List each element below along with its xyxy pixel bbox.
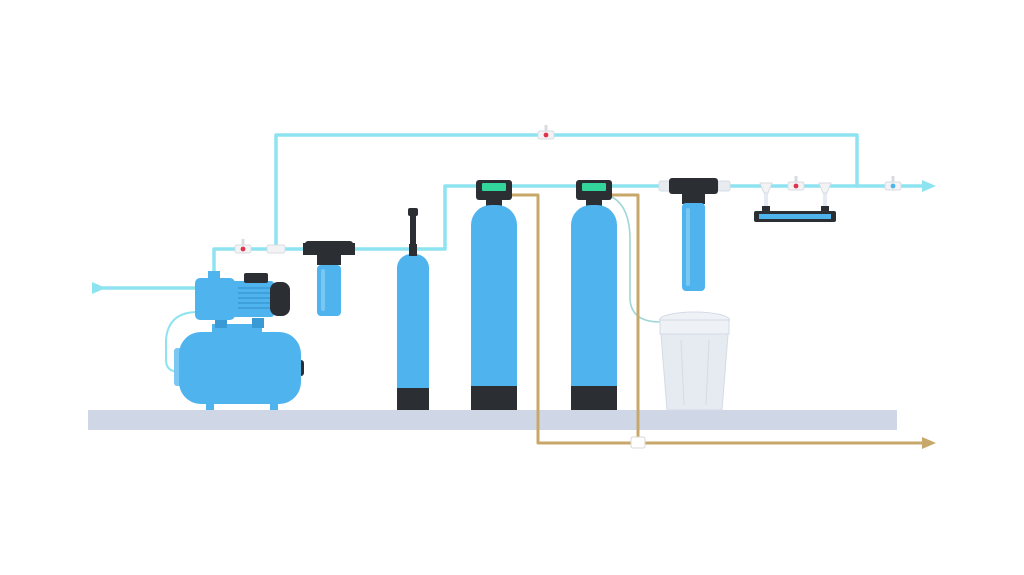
column-base [397, 388, 429, 410]
filter-housing [317, 265, 341, 316]
uv-clamp [821, 206, 829, 212]
motor-fins [238, 287, 270, 309]
controller-neck [586, 200, 602, 208]
uv-window [759, 214, 831, 219]
pressure-tank [174, 318, 304, 410]
brine-tank-body [659, 321, 730, 411]
softener-tank-2 [571, 180, 617, 410]
uv-clamp [762, 206, 770, 212]
pump-station [195, 271, 290, 320]
controller-screen [582, 183, 606, 191]
tank-base [471, 386, 517, 410]
filter-head-cap [303, 243, 309, 255]
mechanical-filter [303, 241, 355, 316]
softener-tank-1 [471, 180, 517, 410]
valve [787, 176, 805, 191]
tank-leg [270, 400, 278, 410]
uv-outlet-fitting [818, 182, 832, 194]
pump-inlet [208, 271, 220, 280]
bypass-pipe [274, 133, 859, 251]
pump-outlet-pipe [212, 247, 312, 279]
drain-pipes [508, 193, 936, 449]
column-valve-stem [410, 214, 416, 246]
brine-tank-rim [659, 319, 730, 335]
filter-housing [682, 203, 705, 291]
drain-arrow-icon [922, 437, 936, 449]
drain-junction [630, 436, 646, 449]
inlet-arrow-icon [92, 282, 106, 294]
column-body [397, 254, 429, 410]
filter-highlight [321, 269, 325, 311]
outlet-arrow-icon [922, 180, 936, 192]
fine-filter [658, 178, 731, 291]
pump-head [195, 278, 235, 320]
filter-fitting [717, 180, 731, 192]
column-valve-cap [408, 208, 418, 216]
filter-neck [682, 194, 705, 204]
tank-stand [212, 324, 262, 334]
filter-head [305, 241, 353, 255]
valve [266, 244, 286, 254]
tank-stand-foot [215, 318, 227, 328]
brine-line [609, 195, 661, 323]
controller-neck [486, 200, 502, 208]
filter-highlight [686, 208, 690, 286]
uv-inlet-fitting [759, 182, 773, 194]
valve [537, 125, 555, 140]
controller-screen [482, 183, 506, 191]
aeration-column [397, 208, 429, 410]
column-neck [409, 244, 417, 256]
pump-motor [232, 281, 274, 317]
tank-stand-foot [252, 318, 264, 328]
uv-lamp [754, 182, 836, 222]
valve [234, 239, 252, 254]
brine-tank [659, 311, 730, 411]
motor-terminal-box [244, 273, 268, 283]
filter-head [669, 178, 718, 194]
tank-body [571, 205, 617, 410]
valve [884, 176, 902, 191]
tank-base [571, 386, 617, 410]
drain-pipe-2 [606, 193, 640, 445]
filter-neck [317, 255, 341, 265]
floor [88, 410, 897, 430]
motor-fan-cover [270, 282, 290, 316]
tank-body [471, 205, 517, 410]
filter-head-cap [349, 243, 355, 255]
pump-tank-hose [165, 311, 199, 373]
tank-body [179, 332, 301, 404]
tank-leg [206, 400, 214, 410]
drain-pipe-1 [508, 193, 927, 445]
